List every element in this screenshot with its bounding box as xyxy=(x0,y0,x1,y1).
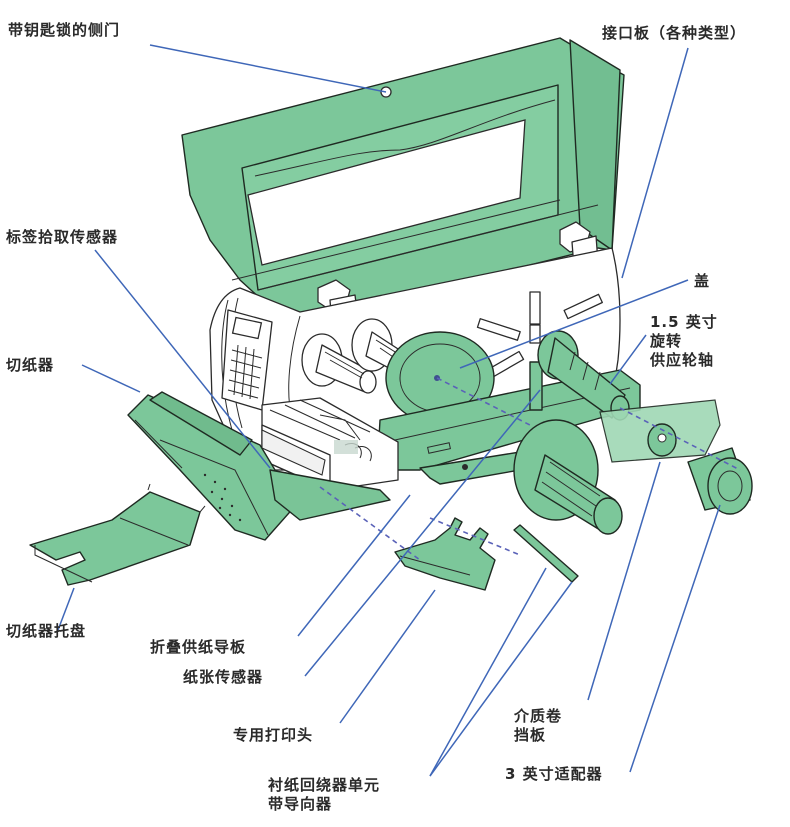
rewind-spindle xyxy=(513,419,623,535)
label-media-roll-guide: 介质卷 挡板 xyxy=(514,707,563,744)
label-paper-sensor: 纸张传感器 xyxy=(183,668,264,686)
label-cover: 盖 xyxy=(694,272,711,290)
supply-spindle xyxy=(529,330,630,421)
adapter-3in xyxy=(687,447,753,515)
rewind-guide-rod xyxy=(513,524,579,583)
label-interface-board: 接口板（各种类型） xyxy=(602,24,747,42)
side-door xyxy=(181,37,625,327)
label-cutter: 切纸器 xyxy=(6,356,55,374)
label-printhead: 专用打印头 xyxy=(233,726,314,744)
media-roll-guide xyxy=(599,399,721,463)
label-fanfold-guide: 折叠供纸导板 xyxy=(150,638,247,656)
label-cutter-tray: 切纸器托盘 xyxy=(6,622,87,640)
label-side-door-lock: 带钥匙锁的侧门 xyxy=(8,21,121,39)
label-supply-spindle: 1.5 英寸 旋转 供应轮轴 xyxy=(650,313,718,369)
paper-guide-piece xyxy=(394,517,496,591)
label-label-pick-sensor: 标签拾取传感器 xyxy=(6,228,119,246)
cutter-tray xyxy=(29,483,206,586)
label-rewind-guide: 衬纸回绕器单元 带导向器 xyxy=(268,776,381,813)
leader-lines xyxy=(57,44,721,777)
label-adapter-3in: 3 英寸适配器 xyxy=(505,765,603,783)
